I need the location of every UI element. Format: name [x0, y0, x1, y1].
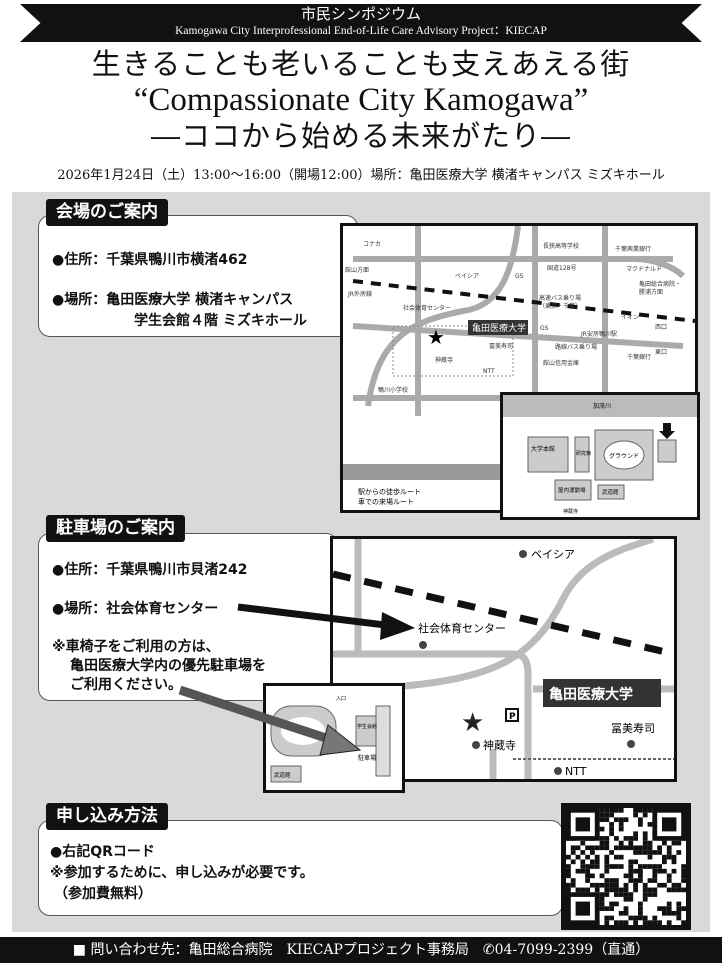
apply-heading: 申し込み方法	[46, 803, 168, 830]
campus-label: 亀田医療大学	[472, 322, 526, 334]
apply-box	[38, 820, 563, 916]
inset-label: 屋内運動場	[558, 486, 586, 494]
title-line2: “Compassionate City Kamogawa”	[133, 82, 589, 118]
parking-note1: ※車椅子をご利用の方は、	[52, 639, 220, 655]
project-name: Kamogawa City Interprofessional End-of-L…	[175, 25, 547, 37]
venue-box	[38, 215, 358, 337]
star-icon: ★	[461, 708, 484, 738]
map-label: 鴨川小学校	[378, 386, 408, 394]
map-label: 冨美寿司	[489, 342, 513, 350]
map-label: 西口	[655, 324, 667, 331]
inset-label: グラウンド	[609, 452, 639, 460]
venue-place: ●場所：亀田医療大学 横渚キャンパス	[52, 292, 294, 308]
map-label: 亀田総合病院・勝浦方面	[639, 280, 681, 296]
inset-label: 入口	[336, 696, 346, 702]
parking-note3: ご利用ください。	[70, 677, 182, 693]
map-label: 千葉銀行	[627, 353, 651, 361]
parking-address: ●住所：千葉県鴨川市貝渚242	[52, 562, 248, 578]
map-label: JR安房鴨川駅	[580, 330, 617, 338]
inset-label: 大学本館	[531, 445, 555, 453]
apply-line2: ※参加するために、申し込みが必要です。	[50, 865, 314, 881]
title-line1: 生きることも老いることも支えあえる街	[91, 47, 631, 81]
legend-car: 車での来場ルート	[358, 497, 414, 506]
map-label: GS	[540, 325, 549, 332]
venue-address: ●住所：千葉県鴨川市横渚462	[52, 252, 248, 268]
map-label: 館山方面	[345, 266, 369, 274]
map-label: 館山信用金庫	[543, 359, 579, 367]
parking-place: ●場所：社会体育センター	[52, 601, 219, 617]
map-label: 冨美寿司	[611, 721, 655, 735]
map-label: NTT	[565, 765, 587, 778]
map-label: 神蔵寺	[483, 738, 516, 752]
venue-heading: 会場のご案内	[46, 199, 168, 226]
campus-inset-map: 加茂川 大学本館 研究棟 グラウンド 屋内運動場 武道館 神蔵寺	[500, 392, 700, 520]
map-label: JR外房線	[347, 290, 372, 298]
contact-footer: ■ 問い合わせ先：亀田総合病院 KIECAPプロジェクト事務局 ✆04-7099…	[0, 937, 722, 963]
parking-p-label: P	[509, 712, 516, 722]
inset-label: 神蔵寺	[563, 508, 578, 515]
map-label: イオン	[621, 314, 639, 321]
header-banner: 市民シンポジウム Kamogawa City Interprofessional…	[20, 4, 702, 42]
map-label: 東口	[655, 348, 667, 356]
inset-label: 学生会館	[357, 723, 377, 730]
title-line3: ―ココから始める未来がたり―	[150, 119, 571, 153]
kicker: 市民シンポジウム	[300, 5, 421, 23]
map-label: 高速バス乗り場（東京・千葉）	[539, 294, 581, 310]
legend-walk: 駅からの徒歩ルート	[358, 487, 421, 496]
event-line: 2026年1月24日（土）13:00～16:00（開場12:00）場所：亀田医療…	[57, 168, 665, 183]
apply-line1: ●右記QRコード	[50, 844, 155, 860]
map-label: 神蔵寺	[435, 356, 453, 364]
map-label: 社会体育センター	[403, 304, 451, 312]
inset-label: 加茂川	[593, 402, 611, 410]
map-label: 国道128号	[547, 264, 576, 272]
map-label: 長狭高等学校	[543, 242, 579, 250]
map-label: ベイシア	[455, 273, 479, 280]
apply-line3: （参加費無料）	[54, 886, 152, 902]
map-label: GS	[515, 273, 524, 280]
inset-label: 武道館	[602, 488, 619, 496]
map-label: 路線バス乗り場	[555, 343, 597, 351]
star-icon: ★	[427, 325, 445, 349]
campus-label: 亀田医療大学	[549, 686, 633, 703]
parking-note2: 亀田医療大学内の優先駐車場を	[70, 658, 266, 674]
venue-place2: 学生会館４階 ミズキホール	[134, 313, 307, 329]
map-label: 千葉興業銀行	[615, 245, 651, 253]
map-label: マクドナルド	[626, 266, 662, 273]
qr-code[interactable]	[561, 803, 691, 930]
map-label: NTT	[483, 368, 495, 375]
map-label: 社会体育センター	[418, 621, 506, 635]
parking-heading: 駐車場のご案内	[46, 515, 185, 542]
inset-label: 武道館	[274, 771, 291, 779]
map-label: ベイシア	[531, 548, 575, 561]
map-label: コナカ	[363, 241, 381, 248]
inset-label: 研究棟	[576, 450, 591, 457]
inset-label: 駐車場	[358, 754, 376, 762]
parking-inset-map: 学生会館 駐車場 武道館 入口	[263, 683, 405, 793]
